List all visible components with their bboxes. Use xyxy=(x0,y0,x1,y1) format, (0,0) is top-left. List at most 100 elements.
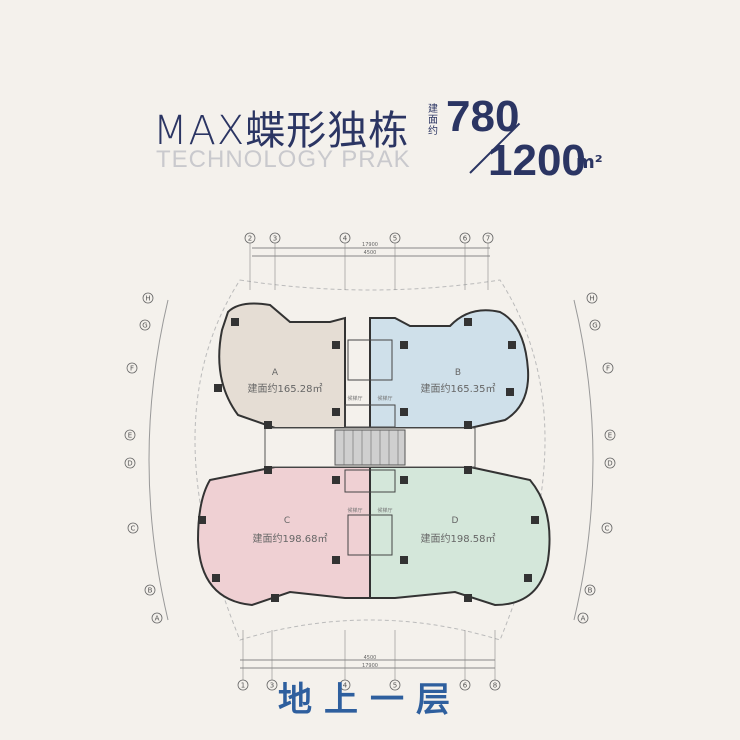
svg-text:E: E xyxy=(128,432,132,440)
right-arc xyxy=(573,299,594,621)
svg-text:4: 4 xyxy=(343,235,348,243)
unit-c-name: C xyxy=(284,516,290,526)
grid-axis-bubble: H xyxy=(586,292,598,304)
grid-axis-bubble: G xyxy=(589,319,601,331)
column xyxy=(400,476,408,484)
column xyxy=(400,556,408,564)
grid-axis-bubble: B xyxy=(144,584,156,596)
dim-middle-top: 4500 xyxy=(364,250,377,256)
unit-d-area: 建面约198.58㎡ xyxy=(421,532,496,545)
svg-text:A: A xyxy=(581,615,586,623)
grid-axis-bubble: C xyxy=(601,522,613,534)
column xyxy=(214,384,222,392)
lobby-label: 候梯厅 xyxy=(377,395,392,402)
grid-axis-bubble: C xyxy=(127,522,139,534)
area-label: 建面约 xyxy=(428,104,438,137)
area-max: 1200 xyxy=(488,136,586,185)
svg-text:3: 3 xyxy=(270,682,274,690)
grid-axis-bubble: D xyxy=(124,457,136,469)
grid-axis-bubble: 2 xyxy=(244,232,256,244)
grid-axis-bubble: G xyxy=(139,319,151,331)
svg-text:C: C xyxy=(131,525,136,533)
svg-text:F: F xyxy=(606,365,610,373)
svg-text:H: H xyxy=(589,295,594,303)
lobby-label: 候梯厅 xyxy=(347,395,362,402)
column xyxy=(332,408,340,416)
column xyxy=(332,556,340,564)
unit-b-region[interactable] xyxy=(369,309,530,429)
column xyxy=(332,341,340,349)
column xyxy=(198,516,206,524)
svg-text:G: G xyxy=(592,322,597,330)
column xyxy=(332,476,340,484)
dim-middle-bottom: 4500 xyxy=(364,655,377,661)
unit-d-name: D xyxy=(452,516,459,526)
column xyxy=(506,388,514,396)
grid-axis-bubble: A xyxy=(151,612,163,624)
area-unit: m² xyxy=(576,152,603,173)
svg-text:H: H xyxy=(145,295,150,303)
svg-text:C: C xyxy=(605,525,610,533)
title-chinese: MAX蝶形独栋 xyxy=(153,108,410,154)
column xyxy=(464,421,472,429)
svg-text:D: D xyxy=(127,460,132,468)
floor-name: 地上一层 xyxy=(278,680,462,720)
grid-axis-bubble: 4 xyxy=(339,232,351,244)
unit-b-name: B xyxy=(455,368,461,378)
svg-text:7: 7 xyxy=(486,235,490,243)
unit-b-area: 建面约165.35㎡ xyxy=(421,382,496,395)
core-shaft xyxy=(334,429,406,466)
grid-axis-bubble: 7 xyxy=(482,232,494,244)
lobby-label: 候梯厅 xyxy=(377,507,392,514)
column xyxy=(264,421,272,429)
grid-axis-bubble: F xyxy=(126,362,138,374)
svg-text:8: 8 xyxy=(493,682,497,690)
grid-axis-bubble: 8 xyxy=(489,679,501,691)
column xyxy=(524,574,532,582)
svg-text:3: 3 xyxy=(273,235,277,243)
svg-text:D: D xyxy=(607,460,612,468)
column xyxy=(508,341,516,349)
svg-text:B: B xyxy=(588,587,593,595)
grid-axis-bubble: F xyxy=(602,362,614,374)
grid-axis-bubble: E xyxy=(604,429,616,441)
grid-axis-bubble: 6 xyxy=(459,232,471,244)
title-english: TECHNOLOGY PRAK xyxy=(156,146,411,173)
left-arc xyxy=(148,299,169,621)
grid-axis-bubble: 5 xyxy=(389,232,401,244)
svg-text:2: 2 xyxy=(248,235,252,243)
column xyxy=(400,408,408,416)
unit-a-name: A xyxy=(272,368,279,378)
elevator-north xyxy=(344,404,396,428)
unit-c-region[interactable] xyxy=(196,466,371,607)
svg-text:G: G xyxy=(142,322,147,330)
column xyxy=(212,574,220,582)
svg-text:B: B xyxy=(148,587,153,595)
unit-c-area: 建面约198.68㎡ xyxy=(253,532,328,545)
grid-axis-bubble: 3 xyxy=(269,232,281,244)
column xyxy=(531,516,539,524)
dim-total-top: 17900 xyxy=(362,242,378,248)
svg-text:1: 1 xyxy=(241,682,245,690)
svg-text:F: F xyxy=(130,365,134,373)
unit-d-region[interactable] xyxy=(369,466,551,607)
column xyxy=(231,318,239,326)
elevator-south xyxy=(344,469,396,493)
grid-axis-bubble: H xyxy=(142,292,154,304)
grid-axis-bubble: E xyxy=(124,429,136,441)
column xyxy=(464,594,472,602)
column xyxy=(271,594,279,602)
svg-text:A: A xyxy=(155,615,160,623)
grid-axis-bubble: B xyxy=(584,584,596,596)
column xyxy=(400,341,408,349)
column xyxy=(464,318,472,326)
svg-text:5: 5 xyxy=(393,682,397,690)
stair-south xyxy=(347,514,393,556)
column xyxy=(264,466,272,474)
grid-axis-bubble: A xyxy=(577,612,589,624)
lobby-label: 候梯厅 xyxy=(347,507,362,514)
column xyxy=(464,466,472,474)
grid-axis-bubble: D xyxy=(604,457,616,469)
svg-text:E: E xyxy=(608,432,612,440)
